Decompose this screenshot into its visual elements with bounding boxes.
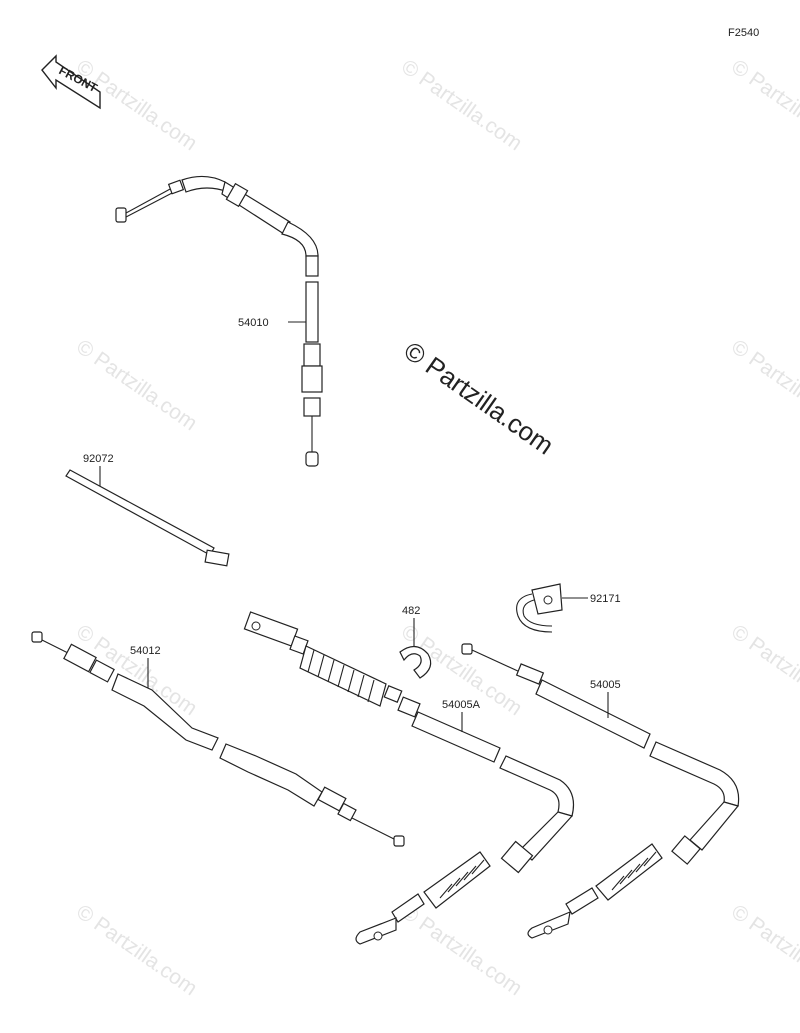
watermark-tile: © Partzilla.com	[397, 55, 526, 155]
cable-54010	[115, 175, 323, 467]
clamp-92171	[516, 583, 563, 633]
watermark-tile: © Partzilla.com	[727, 900, 800, 1000]
label-54005: 54005	[590, 679, 621, 691]
watermark-tile: © Partzilla.com	[72, 900, 201, 1000]
label-92072: 92072	[83, 453, 114, 465]
clip-482	[399, 645, 432, 679]
watermark-tile: © Partzilla.com	[397, 900, 526, 1000]
label-54005A: 54005A	[442, 699, 481, 711]
watermark-tile: © Partzilla.com	[727, 620, 800, 720]
watermark-tile: © Partzilla.com	[727, 335, 800, 435]
label-54012: 54012	[130, 645, 161, 657]
cable-tie-92072	[65, 469, 230, 567]
watermark-tile: © Partzilla.com	[72, 55, 201, 155]
cable-54012	[31, 631, 405, 847]
label-54010: 54010	[238, 317, 269, 329]
watermark-main: © Partzilla.com	[399, 335, 560, 460]
figure-code: F2540	[728, 27, 759, 39]
label-92171: 92171	[590, 593, 621, 605]
watermark-tile: © Partzilla.com	[72, 335, 201, 435]
watermark-tile: © Partzilla.com	[727, 55, 800, 155]
label-482: 482	[402, 605, 420, 617]
cable-54005	[461, 643, 740, 939]
cable-54005A	[243, 611, 575, 945]
